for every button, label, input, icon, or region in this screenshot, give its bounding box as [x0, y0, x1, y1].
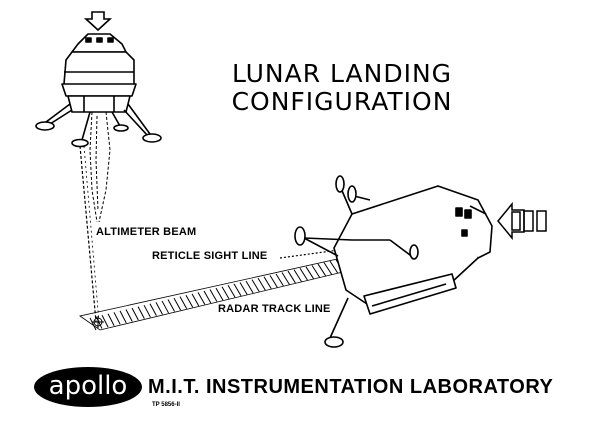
engine-plume — [89, 111, 111, 223]
radar-hatch-mark — [269, 275, 278, 288]
radar-hatch-mark — [89, 317, 97, 331]
radar-hatch-mark — [227, 285, 236, 298]
radar-hatch-mark — [101, 314, 109, 328]
radar-hatch-mark — [281, 272, 290, 285]
radar-hatch-mark — [311, 265, 321, 278]
radar-hatch-marks — [89, 253, 369, 331]
apollo-logo-text: apollo — [48, 371, 128, 401]
radar-hatch-mark — [179, 296, 188, 309]
radar-track-line-label: RADAR TRACK LINE — [218, 303, 331, 315]
apollo-logo: apollo — [34, 367, 142, 407]
radar-hatch-mark — [209, 289, 218, 302]
descent-arrow — [83, 11, 113, 32]
radar-hatch-mark — [329, 260, 339, 274]
radar-hatch-mark — [125, 309, 133, 322]
radar-hatch-mark — [197, 292, 206, 305]
radar-hatch-mark — [299, 267, 308, 281]
radar-hatch-mark — [293, 269, 302, 282]
radar-hatch-mark — [287, 270, 296, 284]
altimeter-beam-line — [79, 145, 97, 323]
radar-hatch-mark — [221, 286, 230, 299]
reticle-sight-line-label: RETICLE SIGHT LINE — [152, 250, 268, 262]
radar-hatch-mark — [203, 290, 212, 304]
radar-hatch-mark — [305, 266, 315, 280]
radar-hatch-mark — [257, 277, 266, 291]
radar-hatch-mark — [263, 276, 272, 290]
command-service-module — [294, 175, 493, 348]
radar-hatch-mark — [161, 300, 169, 314]
title-line-2: CONFIGURATION — [231, 87, 453, 116]
radar-hatch-mark — [155, 302, 163, 315]
lunar-module — [35, 33, 162, 148]
title-line-1: LUNAR LANDING — [231, 59, 453, 88]
radar-track-beam — [79, 253, 369, 331]
radar-hatch-mark — [245, 280, 254, 294]
radar-hatch-mark — [107, 313, 115, 326]
altimeter-beam-label: ALTIMETER BEAM — [96, 226, 197, 238]
radar-hatch-mark — [119, 310, 127, 324]
radar-hatch-mark — [149, 303, 157, 317]
radar-hatch-mark — [317, 263, 327, 277]
radar-hatch-mark — [167, 299, 176, 312]
radar-hatch-mark — [215, 287, 224, 301]
radar-hatch-mark — [251, 279, 260, 292]
radar-hatch-mark — [191, 293, 200, 307]
radar-hatch-mark — [233, 283, 242, 297]
radar-hatch-mark — [275, 273, 284, 287]
laboratory-name: M.I.T. INSTRUMENTATION LABORATORY — [148, 376, 554, 398]
radar-hatch-mark — [143, 304, 151, 318]
radar-hatch-mark — [173, 297, 182, 311]
radar-hatch-mark — [131, 307, 139, 321]
landing-target — [92, 316, 104, 328]
radar-hatch-mark — [113, 312, 121, 325]
radar-hatch-mark — [323, 262, 333, 275]
radar-hatch-mark — [239, 282, 248, 295]
tp-number: TP 5856-II — [152, 402, 180, 408]
radar-hatch-mark — [185, 295, 194, 308]
radar-hatch-mark — [137, 306, 145, 319]
motion-arrow — [497, 201, 547, 241]
